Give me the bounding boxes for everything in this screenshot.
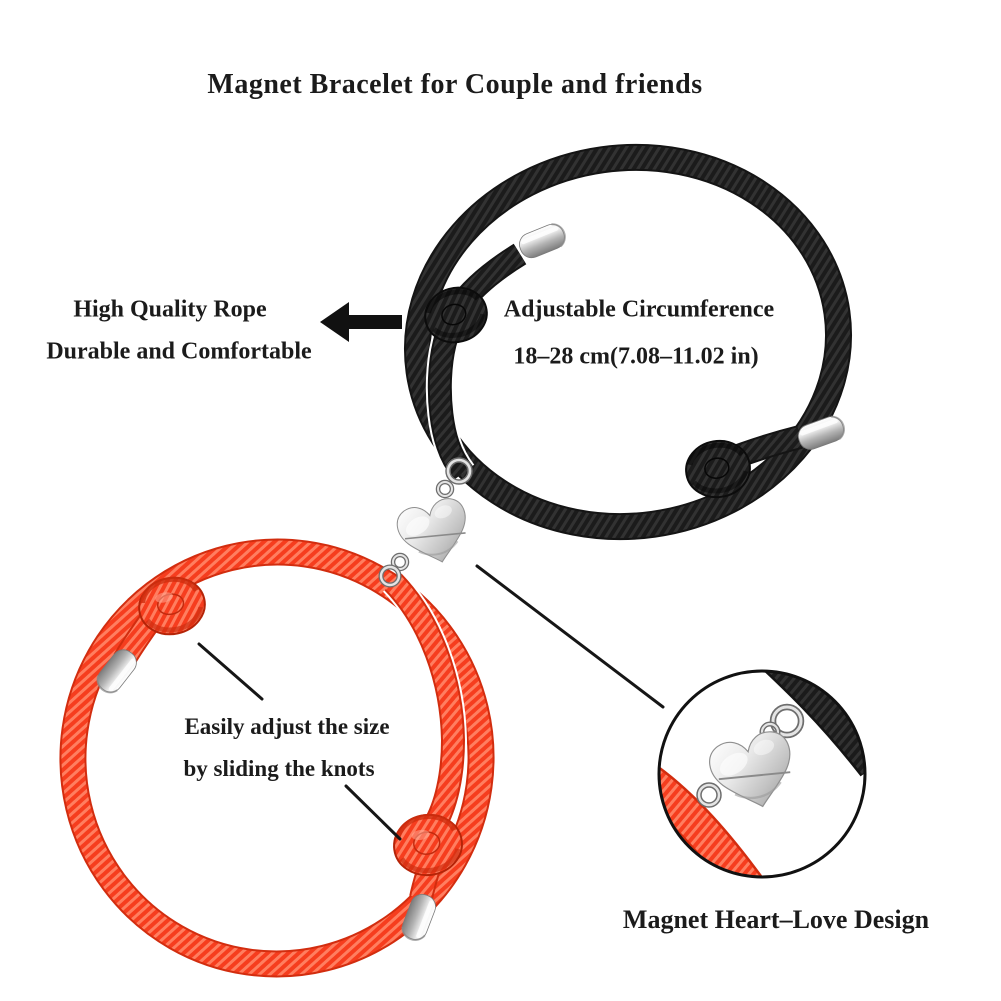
pointer-line-adjust-upper [197,642,264,701]
callout-magnet-design: Magnet Heart–Love Design [622,905,930,934]
black-knot-upper [424,286,488,344]
red-knot-lower [393,813,463,877]
jump-ring-bottom [378,552,410,588]
callout-rope-quality-line2: Durable and Comfortable [46,338,312,365]
callout-adjust-line2: by sliding the knots [183,756,375,781]
jump-ring-top [435,457,473,499]
black-rope-cap-top [514,219,570,263]
heart-clasp [378,457,477,588]
callout-circumference-line1: Adjustable Circumference [503,296,775,323]
page-title: Magnet Bracelet for Couple and friends [207,69,703,100]
black-bracelet [403,143,853,541]
detail-zoom-circle [657,669,867,879]
red-bracelet [59,538,495,978]
red-knot-upper [138,576,206,636]
callout-circumference-line2: 18–28 cm(7.08–11.02 in) [513,343,759,370]
pointer-line-heart-to-zoom [475,564,665,709]
left-arrow-icon [320,302,402,342]
pointer-line-adjust-lower [344,784,402,841]
callout-rope-quality-line1: High Quality Rope [73,296,267,323]
callout-adjust-line1: Easily adjust the size [184,714,390,739]
black-knot-lower [685,439,751,499]
